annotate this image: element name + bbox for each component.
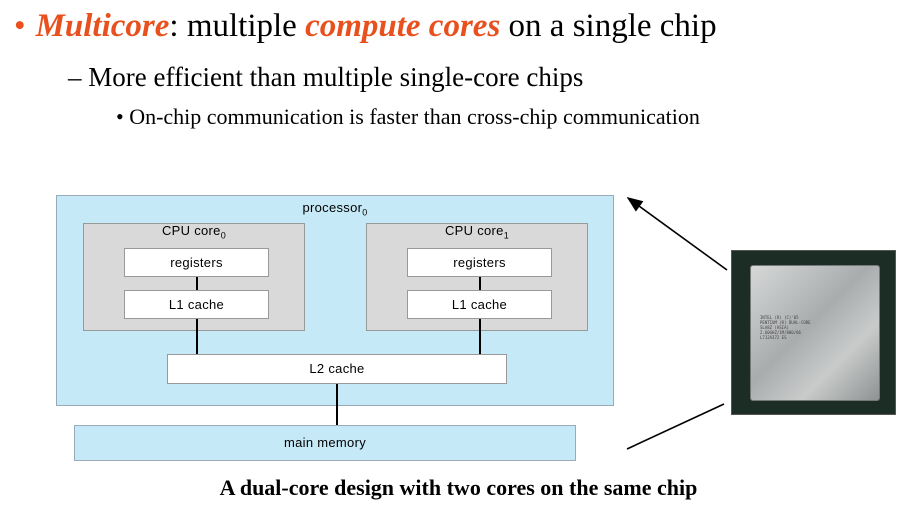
sub-sub-bullet-communication: • On-chip communication is faster than c… bbox=[116, 104, 700, 130]
bullet-dot: • bbox=[116, 104, 124, 129]
sub-bullet-text: More efficient than multiple single-core… bbox=[88, 62, 584, 92]
connector-l1-l2-0 bbox=[196, 319, 198, 354]
line-to-memory bbox=[626, 403, 725, 450]
bullet1-text-a: : multiple bbox=[169, 8, 306, 44]
sub-sub-bullet-text: On-chip communication is faster than cro… bbox=[129, 104, 700, 129]
cpu-chip-photo: INTEL (R) (C)'05 PENTIUM (R) DUAL-CORE S… bbox=[731, 250, 896, 415]
registers-core-0: registers bbox=[124, 248, 269, 277]
connector-l2-memory bbox=[336, 384, 338, 425]
connector-reg-l1-1 bbox=[479, 277, 481, 290]
diagram-caption: A dual-core design with two cores on the… bbox=[219, 475, 698, 500]
cpu-heat-spreader bbox=[750, 265, 880, 401]
l1-cache-core-0: L1 cache bbox=[124, 290, 269, 319]
connector-reg-l1-0 bbox=[196, 277, 198, 290]
bullet-dot: • bbox=[14, 8, 26, 44]
arrow-to-processor bbox=[626, 197, 728, 271]
l2-cache: L2 cache bbox=[167, 354, 507, 384]
main-memory: main memory bbox=[74, 425, 576, 461]
cpu-core-0-label: CPU core0 bbox=[161, 223, 227, 241]
registers-core-1: registers bbox=[407, 248, 552, 277]
l1-cache-core-1: L1 cache bbox=[407, 290, 552, 319]
cpu-marking-text: INTEL (R) (C)'05 PENTIUM (R) DUAL-CORE S… bbox=[760, 315, 811, 340]
bullet-multicore: •Multicore: multiple compute cores on a … bbox=[14, 8, 717, 45]
term-multicore: Multicore bbox=[35, 8, 170, 44]
dash: – bbox=[68, 62, 82, 92]
sub-bullet-efficiency: – More efficient than multiple single-co… bbox=[68, 62, 583, 93]
connector-l1-l2-1 bbox=[479, 319, 481, 354]
term-compute-cores: compute cores bbox=[305, 8, 501, 44]
processor-label: processor0 bbox=[302, 200, 368, 218]
bullet1-text-b: on a single chip bbox=[500, 8, 717, 44]
cpu-core-1-label: CPU core1 bbox=[444, 223, 510, 241]
